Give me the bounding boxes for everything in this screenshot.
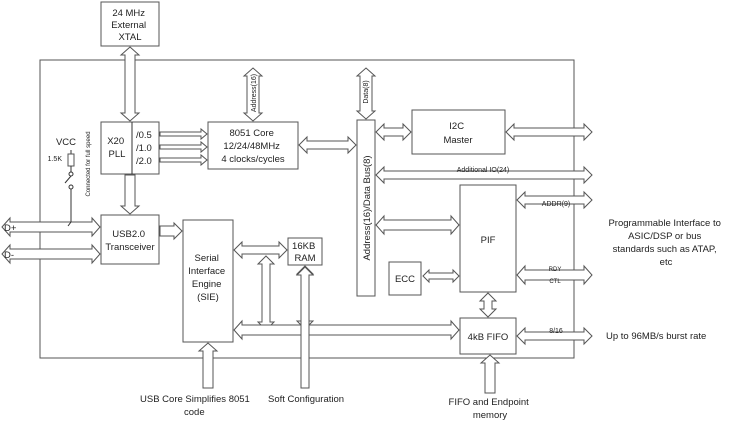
core-block	[207, 121, 299, 170]
data-bus-label: Data(8)	[363, 80, 370, 103]
divider-label: /0.5 /1.0 /2.0	[136, 130, 155, 167]
rdy-label: RDY	[549, 267, 562, 273]
pll-usb-arrow	[119, 174, 141, 215]
bus-block	[356, 119, 376, 297]
core-label: 8051 Core 12/24/48MHz 4 clocks/cycles	[221, 128, 285, 165]
i2c-label: I2C Master	[443, 121, 472, 146]
ram-block	[287, 237, 323, 266]
switch-note: Connected for full speed	[86, 131, 92, 196]
i2c-block	[411, 109, 506, 155]
xtal-label: 24 MHz External XTAL	[111, 8, 149, 43]
xtal-block	[100, 1, 160, 47]
xtal-pll-arrow	[119, 46, 141, 122]
soft-config-note: Soft Configuration	[268, 394, 344, 405]
pll-block	[100, 121, 160, 175]
fifo-memory-note: FIFO and Endpoint memory	[449, 397, 532, 421]
rdy-ctl-arrow	[516, 264, 593, 286]
usb-transceiver-block	[100, 214, 160, 265]
switch-contact-bottom	[68, 184, 74, 190]
additional-io-arrow	[375, 165, 593, 185]
fifo-block	[459, 317, 517, 355]
bus-pif-arrow	[375, 214, 460, 236]
div-core-arrow-1	[159, 127, 208, 141]
addr-arrow	[516, 190, 593, 210]
bus-label: Address(16)/Data Bus(8)	[362, 155, 373, 260]
resistor-label: 1.5K	[48, 156, 63, 163]
pif-fifo-arrow	[478, 292, 498, 318]
pif-description: Programmable Interface to ASIC/DSP or bu…	[608, 218, 723, 268]
bus-i2c-arrow	[375, 122, 412, 142]
ram-label: 16KB RAM	[292, 241, 318, 264]
addr-label: ADDR(9)	[542, 201, 570, 208]
core-bus-arrow	[298, 135, 357, 155]
additional-io-label: Additional IO(24)	[457, 167, 510, 174]
fifo-out-arrow	[516, 326, 593, 346]
resistor-symbol	[67, 153, 75, 167]
usb-core-note: USB Core Simplifies 8051 code	[140, 394, 252, 418]
pif-label: PIF	[481, 235, 496, 246]
core-address-arrow	[242, 67, 264, 122]
soft-config-arrow	[295, 266, 315, 389]
usb-sie-arrow	[159, 221, 183, 241]
dplus-arrow	[1, 216, 101, 238]
fifo-label: 4kB FIFO	[468, 332, 509, 343]
usb-transceiver-label: USB2.0 Transceiver	[105, 229, 154, 253]
fifo-memory-arrow	[479, 354, 501, 394]
i2c-out-arrow	[505, 122, 593, 142]
vcc-label: VCC	[56, 137, 76, 148]
sie-label: Serial Interface Engine (SIE)	[188, 253, 228, 303]
sie-fifo-arrow	[233, 319, 460, 341]
sie-ram-arrow	[233, 240, 288, 260]
pif-block	[459, 184, 517, 293]
dplus-label: D+	[4, 223, 17, 234]
sie-block	[182, 219, 234, 343]
ctl-label: CTL	[549, 279, 561, 285]
fifo-width-label: 8/16	[549, 328, 563, 335]
ecc-pif-arrow	[422, 268, 460, 284]
address-bus-label: Address(16)	[251, 74, 258, 112]
usb-core-arrow	[197, 342, 219, 389]
switch-blade	[64, 175, 72, 184]
dminus-label: D-	[4, 250, 14, 261]
div-core-arrow-3	[159, 153, 208, 167]
switch-wire-3	[67, 221, 72, 227]
burst-rate-note: Up to 96MB/s burst rate	[606, 331, 706, 342]
ram-sie-vertical-arrow	[256, 255, 276, 331]
data-bus-arrow	[355, 67, 377, 120]
arrows	[1, 46, 593, 394]
pll-label: X20 PLL	[107, 136, 127, 160]
ecc-label: ECC	[395, 274, 415, 285]
dminus-arrow	[1, 243, 101, 265]
ecc-block	[388, 261, 422, 296]
switch-contact-top	[68, 171, 74, 177]
div-core-arrow-2	[159, 140, 208, 154]
